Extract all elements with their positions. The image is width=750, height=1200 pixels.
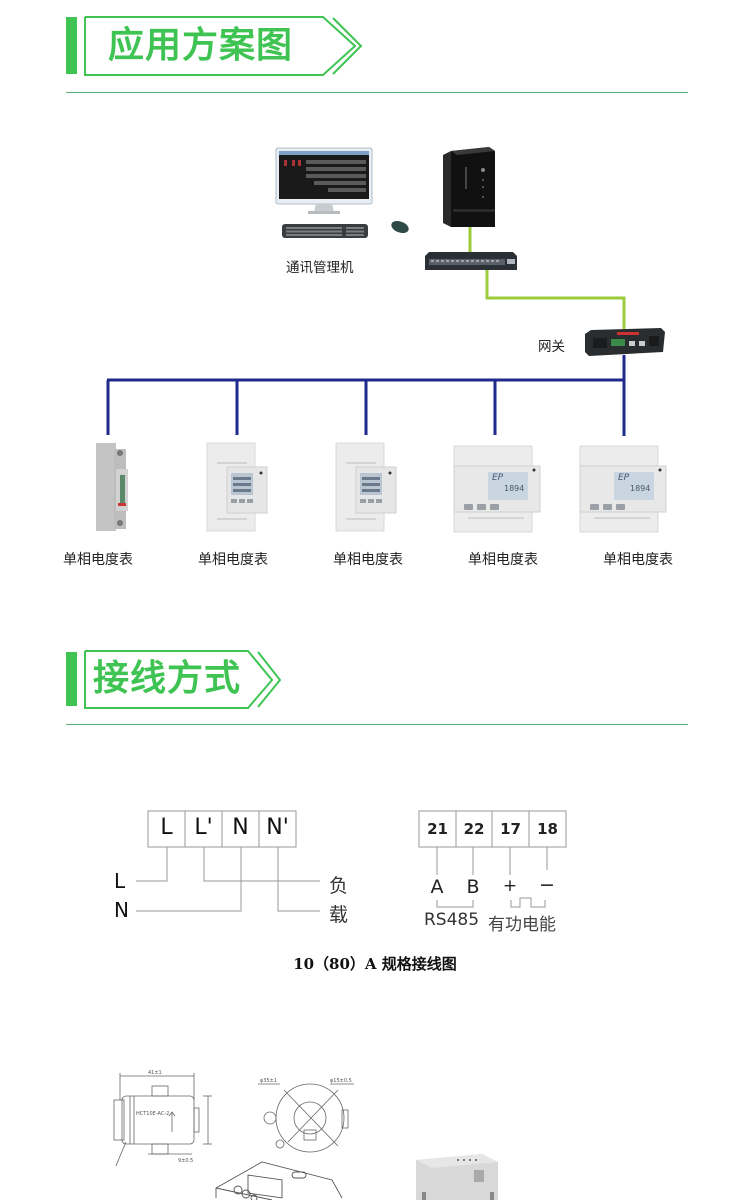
ethernet-line-switch-gateway [485,270,626,330]
power-wiring-diagram [136,810,320,912]
meter-label: 单相电度表 [63,552,133,568]
wiring-caption: 10（80）A 规格接线图 [293,955,457,973]
meter-lcd-line2: 1894 [504,484,525,493]
terminal-label: N' [266,815,289,840]
comm-pin-label: B [466,876,480,898]
monitor-icon [275,147,373,214]
comm-terminal-label: 21 [427,820,448,838]
line-input-label: L [114,869,126,893]
meter-lcd-line1: EP [618,473,630,483]
section-title-wiring: 接线方式 [93,658,242,699]
server-tower-icon [443,147,495,227]
dim-bottom-label: 9±0.5 [178,1158,193,1164]
section-title-frame [84,650,282,709]
line-input-label: N [114,898,129,922]
meter-lcd-line1: EP [492,473,504,483]
keyboard-icon [282,224,368,238]
section-divider [66,724,688,725]
comm-pin-label: − [539,874,555,896]
load-label: 载 [329,904,349,926]
section-accent-bar [66,17,77,74]
dim-inner-dia-label: φ15±0.5 [330,1078,352,1084]
comm-terminal-label: 17 [500,820,521,838]
meter-device-icon [579,445,667,533]
terminal-label: N [232,815,249,840]
rs485-label: RS485 [424,910,480,930]
meter-device-icon [96,443,128,531]
meter-label: 单相电度表 [333,552,403,568]
meter-device-icon [206,442,268,532]
meter-lcd-line2: 1894 [630,484,651,493]
comm-terminal-label: 18 [537,820,558,838]
meter-device-icon [453,445,541,533]
load-label: 负 [329,875,349,897]
network-lines [106,225,626,436]
comm-pin-label: + [502,876,518,896]
section-title-frame [84,16,363,76]
gateway-label: 网关 [538,339,565,355]
dim-outer-dia-label: φ35±1 [260,1078,277,1084]
terminal-label: L [160,815,173,840]
comm-pin-label: A [430,876,444,898]
meter-label: 单相电度表 [603,552,673,568]
dim-width-label: 41±1 [148,1070,162,1076]
meter-label: 单相电度表 [198,552,268,568]
section-title-application: 应用方案图 [108,25,294,66]
terminal-label: L' [194,815,213,840]
meter-label: 单相电度表 [468,552,538,568]
section-accent-bar [66,652,77,706]
ct-side-view-drawing: 41±1 HCT10E-AC-2 9±0.5 [113,1070,212,1167]
comm-wiring-diagram [418,810,567,908]
section-divider [66,92,688,93]
comm-terminal-label: 22 [463,820,485,838]
meter-module-photo [416,1154,498,1200]
ct-front-view-drawing: φ35±1 φ15±0.5 [258,1078,354,1153]
workstation-label: 通讯管理机 [286,260,354,276]
meter-isometric-drawing [215,1161,343,1200]
network-switch-icon [425,252,517,270]
ct-model-label: HCT10E-AC-2 [136,1111,169,1117]
mouse-icon [391,220,409,234]
meter-device-icon [335,442,397,532]
pulse-output-label: 有功电能 [488,915,556,935]
gateway-device-icon [585,328,665,356]
